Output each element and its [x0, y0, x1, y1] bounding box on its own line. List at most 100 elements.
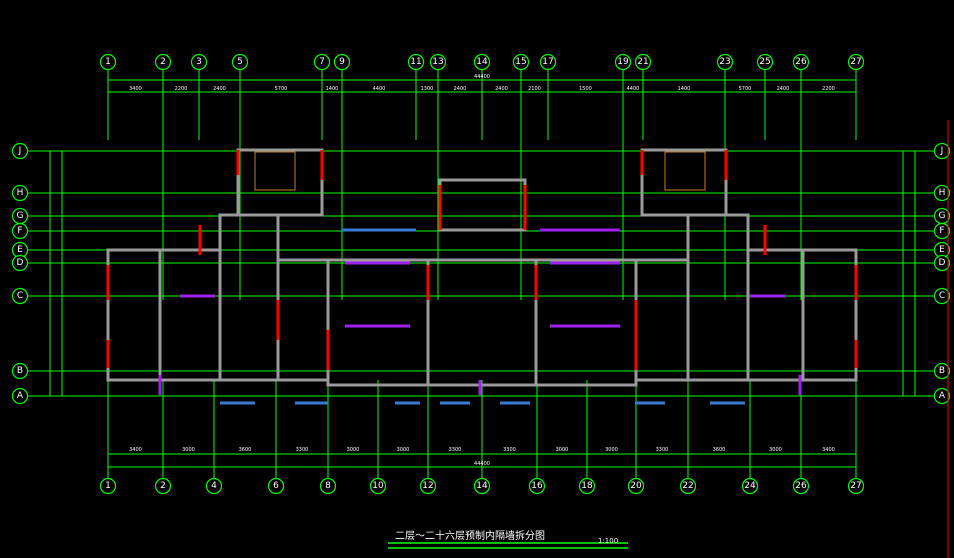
- axis-bubble-bottom-16: 16: [528, 477, 546, 495]
- axis-bubble-right-E: E: [933, 241, 951, 259]
- axis-bubble-bottom-20: 20: [627, 477, 645, 495]
- svg-text:17: 17: [542, 57, 553, 67]
- axis-bubble-left-B: B: [11, 362, 29, 380]
- svg-text:F: F: [939, 226, 944, 236]
- dimension-top: 2400: [777, 86, 790, 92]
- svg-text:E: E: [939, 245, 945, 255]
- dimension-top: 2400: [495, 86, 508, 92]
- dimension-bottom: 3000: [397, 447, 410, 453]
- svg-text:26: 26: [795, 57, 807, 67]
- dimension-top: 2400: [454, 86, 467, 92]
- dimension-top: 1400: [326, 86, 339, 92]
- dimension-top: 4400: [373, 86, 386, 92]
- svg-text:2: 2: [160, 481, 166, 491]
- svg-text:11: 11: [410, 57, 421, 67]
- stairs: [254, 151, 706, 191]
- grid-lines: [28, 70, 934, 478]
- svg-text:16: 16: [531, 481, 543, 491]
- axis-bubble-top-1: 1: [99, 53, 117, 71]
- axis-bubble-left-A: A: [11, 387, 29, 405]
- dimension-top: 2100: [528, 86, 541, 92]
- axis-bubble-left-E: E: [11, 241, 29, 259]
- dimension-top: 5700: [275, 86, 288, 92]
- axis-bubble-bottom-27: 27: [847, 477, 865, 495]
- svg-text:23: 23: [719, 57, 730, 67]
- axis-bubble-bottom-8: 8: [319, 477, 337, 495]
- dimension-bottom: 3400: [822, 447, 835, 453]
- svg-text:20: 20: [630, 481, 642, 491]
- dimension-top: 3400: [129, 86, 142, 92]
- svg-text:A: A: [939, 391, 946, 401]
- axis-bubble-right-A: A: [933, 387, 951, 405]
- axis-bubble-bottom-2: 2: [154, 477, 172, 495]
- svg-text:G: G: [17, 211, 24, 221]
- svg-text:5: 5: [237, 57, 243, 67]
- dimension-top: 1300: [421, 86, 434, 92]
- axis-bubble-bottom-26: 26: [792, 477, 810, 495]
- svg-text:C: C: [17, 291, 23, 301]
- svg-text:10: 10: [372, 481, 384, 491]
- dimension-bottom: 3600: [239, 447, 252, 453]
- drawing-scale: 1:100: [598, 537, 619, 545]
- svg-text:F: F: [17, 226, 22, 236]
- svg-text:D: D: [939, 258, 946, 268]
- axis-bubble-left-D: D: [11, 254, 29, 272]
- svg-text:13: 13: [432, 57, 443, 67]
- axis-bubble-top-26: 26: [792, 53, 810, 71]
- svg-text:D: D: [17, 258, 24, 268]
- svg-text:G: G: [939, 211, 946, 221]
- svg-text:9: 9: [339, 57, 345, 67]
- walls: [106, 148, 858, 387]
- svg-text:A: A: [17, 391, 24, 401]
- svg-text:E: E: [17, 245, 23, 255]
- axis-bubble-left-F: F: [11, 222, 29, 240]
- axis-bubble-bottom-10: 10: [369, 477, 387, 495]
- axis-bubble-right-H: H: [933, 184, 951, 202]
- axis-bubble-top-14: 14: [473, 53, 491, 71]
- axis-bubble-right-C: C: [933, 287, 951, 305]
- axis-bubble-top-25: 25: [756, 53, 774, 71]
- svg-text:B: B: [17, 366, 23, 376]
- svg-text:12: 12: [422, 481, 433, 491]
- svg-text:2: 2: [160, 57, 166, 67]
- axis-bubble-bottom-1: 1: [99, 477, 117, 495]
- axis-bubble-top-7: 7: [313, 53, 331, 71]
- axis-bubble-top-9: 9: [333, 53, 351, 71]
- svg-text:C: C: [939, 291, 945, 301]
- svg-text:14: 14: [476, 481, 488, 491]
- svg-text:3: 3: [196, 57, 202, 67]
- drawing-title: 二层～二十六层预制内隔墙拆分图: [395, 531, 545, 542]
- svg-text:27: 27: [850, 481, 861, 491]
- dimension-top: 4400: [627, 86, 640, 92]
- svg-text:21: 21: [637, 57, 648, 67]
- axis-bubble-right-G: G: [933, 207, 951, 225]
- svg-text:4: 4: [211, 481, 217, 491]
- dimension-bottom: 3000: [556, 447, 569, 453]
- dimension-top: 1400: [678, 86, 691, 92]
- axis-bubble-left-H: H: [11, 184, 29, 202]
- svg-text:27: 27: [850, 57, 861, 67]
- axis-bubble-top-17: 17: [539, 53, 557, 71]
- axis-bubble-left-G: G: [11, 207, 29, 225]
- svg-text:H: H: [17, 188, 24, 198]
- svg-text:B: B: [939, 366, 945, 376]
- axis-bubble-bottom-22: 22: [679, 477, 697, 495]
- precast-walls-red: [106, 150, 858, 370]
- dimension-bottom: 3300: [503, 447, 516, 453]
- dimension-bottom: 3000: [605, 447, 618, 453]
- dimension-bottom: 3000: [182, 447, 195, 453]
- svg-text:J: J: [940, 146, 944, 156]
- axis-bubble-top-21: 21: [634, 53, 652, 71]
- svg-text:19: 19: [617, 57, 629, 67]
- precast-walls-purple: [158, 228, 802, 395]
- svg-text:8: 8: [325, 481, 331, 491]
- axis-bubble-top-11: 11: [407, 53, 425, 71]
- axis-bubble-top-3: 3: [190, 53, 208, 71]
- axis-bubble-top-19: 19: [614, 53, 632, 71]
- axis-bubble-right-D: D: [933, 254, 951, 272]
- dimension-top: 2200: [822, 86, 835, 92]
- dimension-top: 1500: [579, 86, 592, 92]
